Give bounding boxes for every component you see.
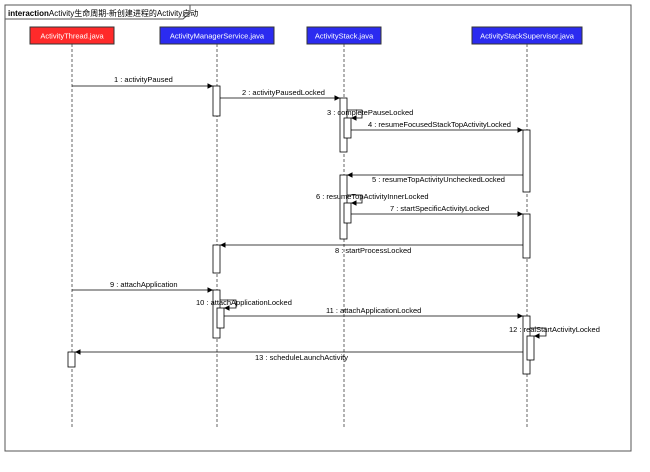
activation-stack-1-nested bbox=[343, 117, 352, 139]
message-label-10: 10 : attachApplicationLocked bbox=[196, 298, 292, 307]
message-arrow-3 bbox=[347, 109, 363, 121]
message-label-9: 9 : attachApplication bbox=[110, 280, 178, 289]
message-arrow-6 bbox=[347, 194, 363, 206]
frame-title: interactionActivity生命周期-新创建进程的Activity启动 bbox=[8, 8, 198, 18]
message-label-13: 13 : scheduleLaunchActivity bbox=[255, 353, 348, 362]
participant-label: ActivityStack.java bbox=[315, 32, 374, 41]
participant-box bbox=[29, 26, 115, 45]
activation-supervisor-1 bbox=[522, 129, 531, 193]
message-arrow-10 bbox=[220, 299, 237, 311]
message-label-5: 5 : resumeTopActivityUncheckedLocked bbox=[372, 175, 505, 184]
message-labels: 1 : activityPaused 2 : activityPausedLoc… bbox=[110, 75, 600, 362]
participant-box bbox=[159, 26, 275, 45]
participant-box bbox=[306, 26, 382, 45]
participant-activity-stack: ActivityStack.java bbox=[306, 26, 382, 428]
activation-bars bbox=[67, 85, 535, 375]
activation-supervisor-3-nested bbox=[526, 335, 535, 361]
message-label-4: 4 : resumeFocusedStackTopActivityLocked bbox=[368, 120, 511, 129]
message-label-11: 11 : attachApplicationLocked bbox=[326, 306, 421, 315]
message-label-1: 1 : activityPaused bbox=[114, 75, 173, 84]
message-label-2: 2 : activityPausedLocked bbox=[242, 88, 325, 97]
message-label-7: 7 : startSpecificActivityLocked bbox=[390, 204, 489, 213]
message-label-12: 12 : realStartActivityLocked bbox=[509, 325, 600, 334]
activation-ams-2 bbox=[212, 244, 221, 274]
participant-activity-thread: ActivityThread.java bbox=[29, 26, 115, 428]
participant-label: ActivityStackSupervisor.java bbox=[480, 32, 575, 41]
message-arrow-12 bbox=[530, 327, 547, 339]
message-label-8: 8 : startProcessLocked bbox=[335, 246, 411, 255]
participant-label: ActivityThread.java bbox=[40, 32, 104, 41]
participant-label: ActivityManagerService.java bbox=[170, 32, 265, 41]
activation-stack-2-nested bbox=[343, 202, 352, 224]
participant-box bbox=[471, 26, 583, 45]
activation-thread-1 bbox=[67, 351, 76, 368]
frame-border bbox=[4, 4, 632, 452]
frame-title-tab bbox=[4, 4, 191, 20]
frame-keyword: interaction bbox=[8, 9, 49, 18]
message-label-6: 6 : resumeTopActivityInnerLocked bbox=[316, 192, 429, 201]
activation-ams-3-nested bbox=[216, 307, 225, 329]
message-label-3: 3 : completePauseLocked bbox=[327, 108, 413, 117]
activation-ams-1 bbox=[212, 85, 221, 117]
activation-supervisor-2 bbox=[522, 213, 531, 259]
participant-activity-manager-service: ActivityManagerService.java bbox=[159, 26, 275, 428]
messages bbox=[72, 83, 547, 355]
frame-title-text: Activity生命周期-新创建进程的Activity启动 bbox=[49, 8, 198, 18]
